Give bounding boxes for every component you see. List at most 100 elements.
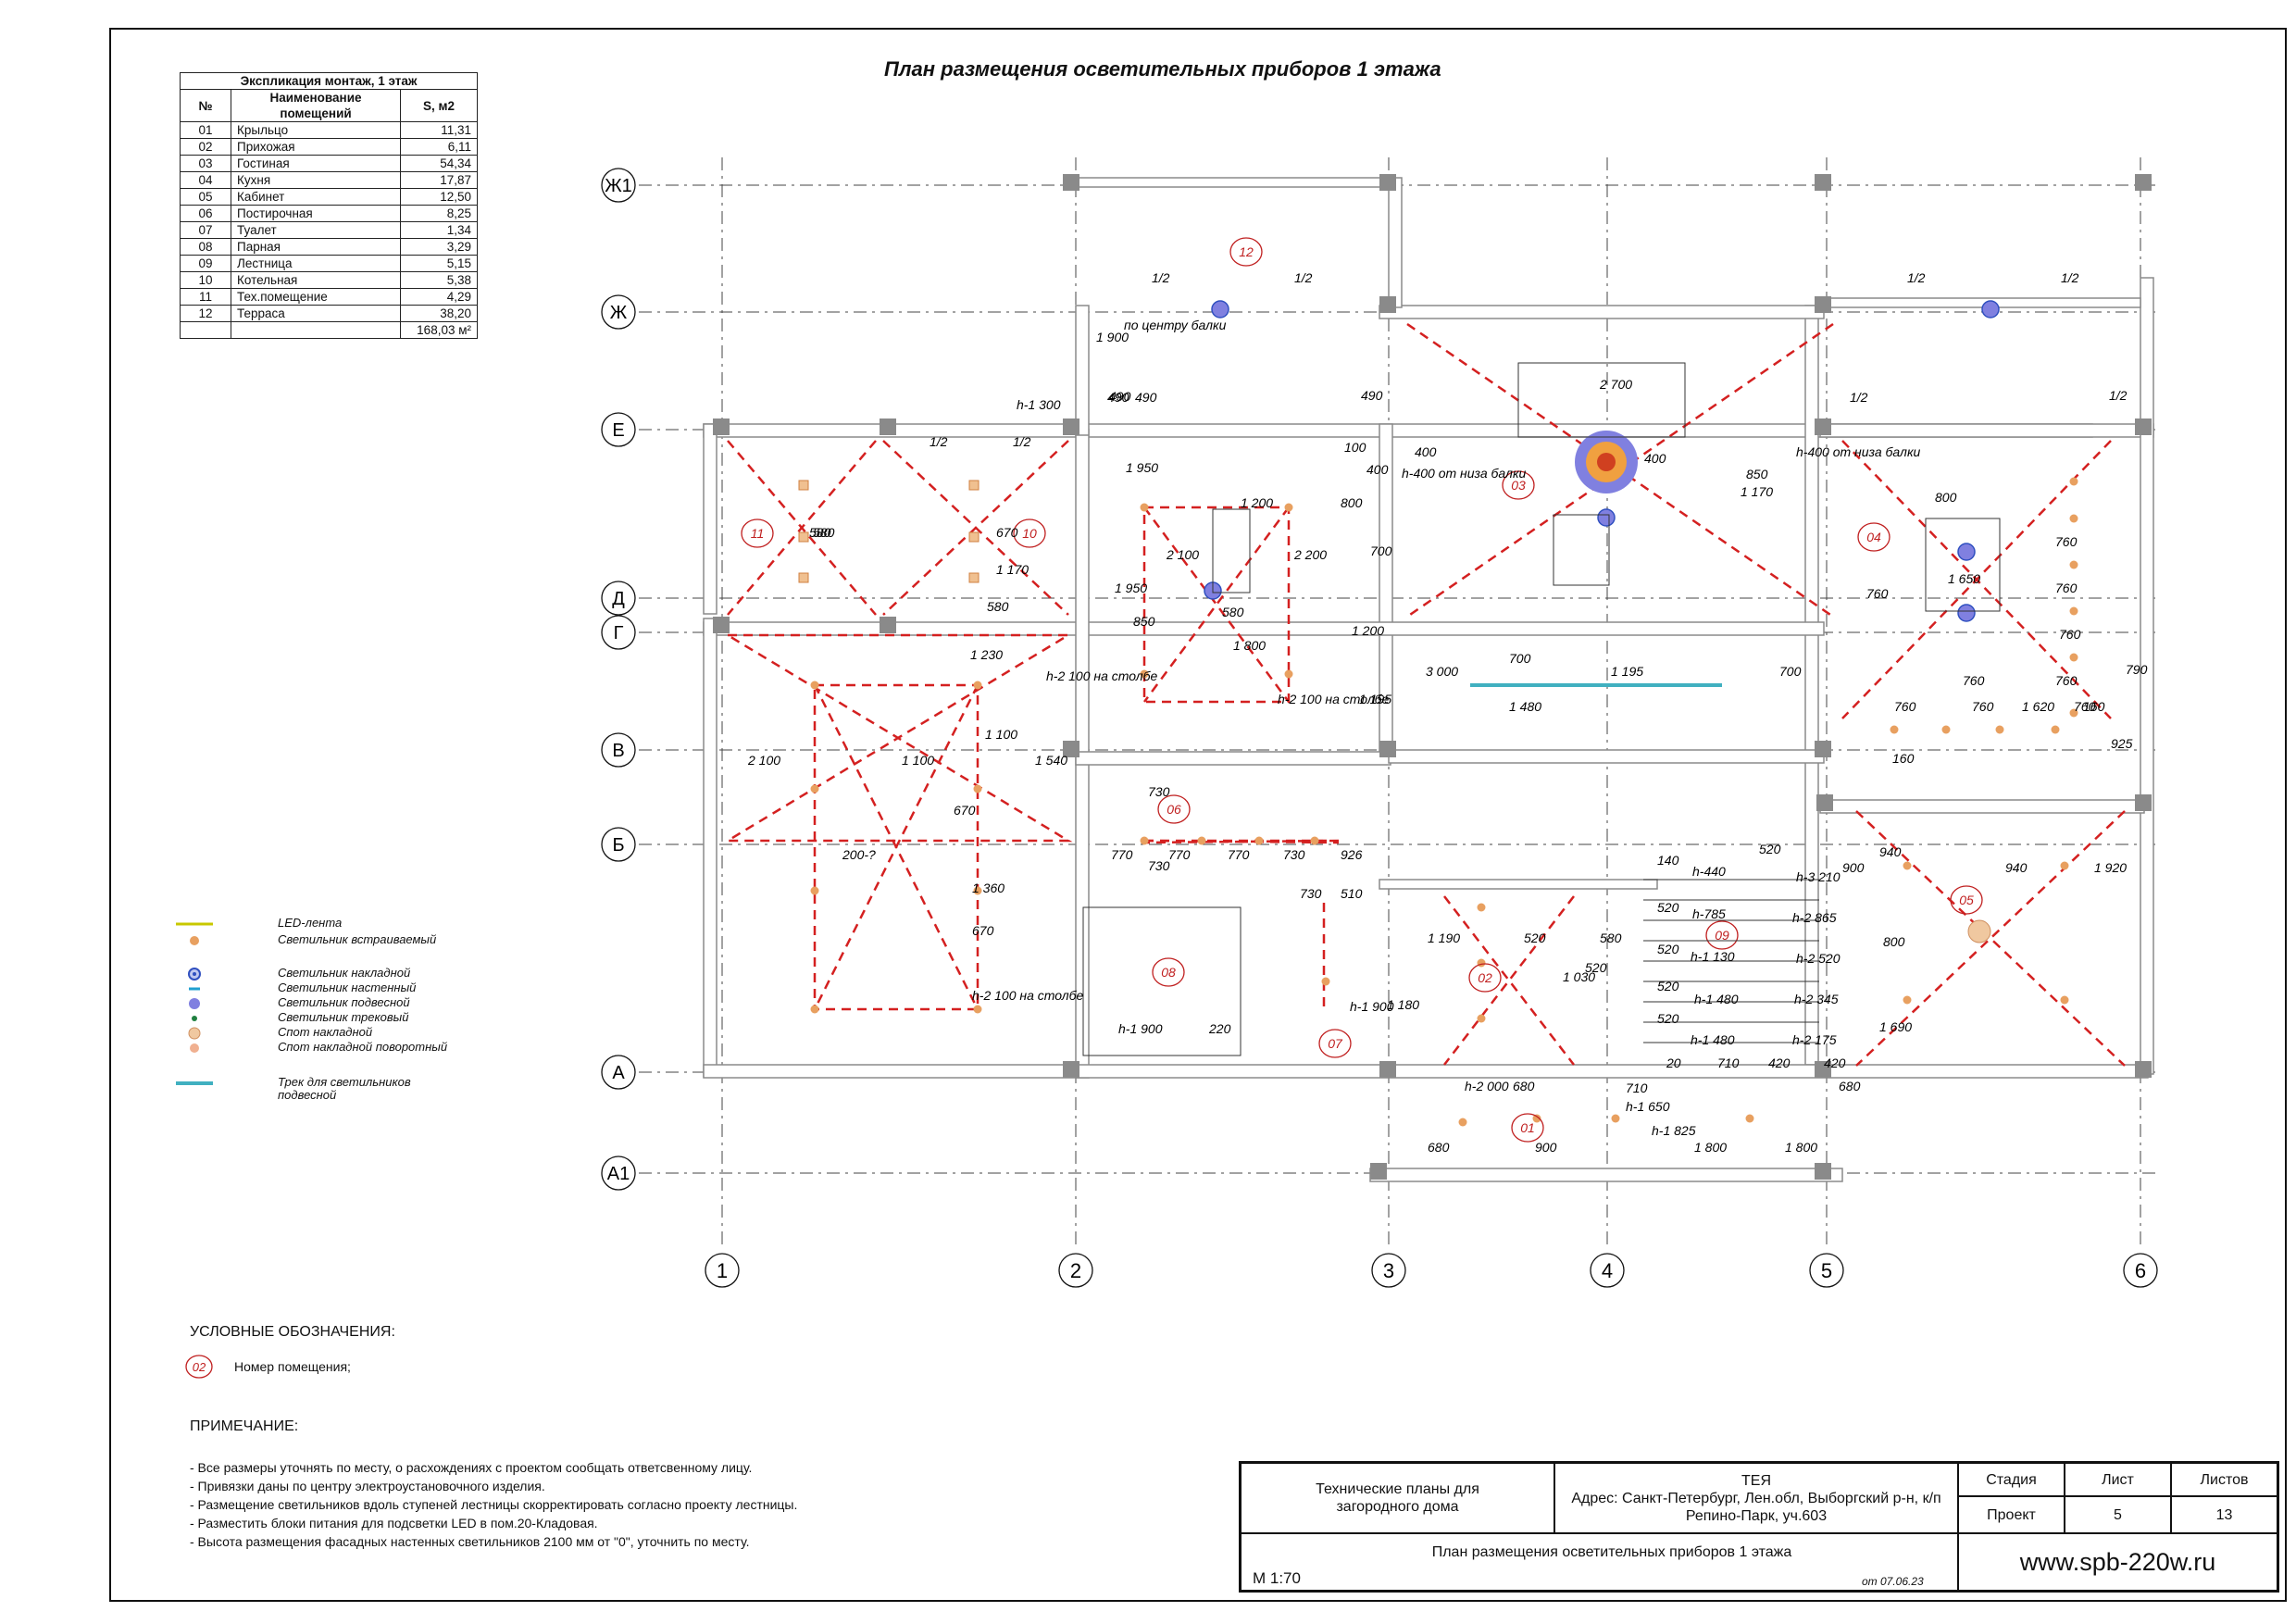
recessed-light-icon [1477,958,1486,968]
legend-label: Светильник настенный [278,981,417,994]
recessed-light-icon [968,572,980,583]
column [713,617,730,633]
axis-bubble [1590,1253,1625,1288]
room-tag [1950,885,1983,915]
axis-label: Б [612,835,624,856]
column [1063,741,1079,757]
dimension-label: 1 195 [1359,692,1391,706]
column [1379,741,1396,757]
column [1815,1061,1831,1078]
light-line [1142,506,1291,703]
dimension-label: 1 230 [970,647,1003,662]
dimension-label: 800 [1883,934,1905,949]
dimension-label: 760 [2055,534,2078,549]
room-area: 17,87 [400,171,478,189]
light-line [882,440,1069,616]
column [1379,174,1396,191]
dimension-label: 800 [1341,495,1363,510]
recessed-light-icon [1477,1014,1486,1023]
recessed-light-icon [1903,995,1912,1005]
dimension-label: h-1 480 [1691,1032,1735,1047]
room-tag-label: 09 [1715,928,1729,943]
room-tag-label: 12 [1239,244,1254,259]
column [1816,794,1833,811]
dimension-label: 1 100 [985,727,1017,742]
axis-bubble [601,615,636,650]
axis-bubble [601,168,636,203]
dimension-label: 850 [1133,614,1155,629]
room-tag-label: 07 [1328,1036,1343,1051]
stamp-sheet-label: Лист [2065,1463,2171,1496]
dimension-label: 2 100 [1166,547,1199,562]
recessed-light-icon [1140,836,1149,845]
room-area: 5,15 [400,255,478,272]
room-tag [1511,1113,1544,1143]
wall [703,621,1825,636]
dimension-label: h-440 [1692,864,1726,879]
room-tag [1013,518,1046,548]
dimension-label: 420 [1824,1056,1846,1070]
pendant-light-icon [1957,543,1976,561]
room-number: 05 [180,188,231,206]
dimension-label: 710 [1717,1056,1740,1070]
legend-label: Светильник подвесной [278,995,410,1009]
column [2135,1061,2152,1078]
room-number: 03 [180,155,231,172]
dimension-label: 140 [1657,853,1679,868]
axis-label: Ж [610,303,628,323]
dimension-label: 1/2 [1152,270,1170,285]
recessed-light-icon [1890,725,1899,734]
axis-label: А [612,1063,625,1083]
stamp-sheets-label: Листов [2171,1463,2277,1496]
dimension-label: 520 [1759,842,1781,856]
wall [1075,305,1090,436]
dimension-label: 1 800 [1694,1140,1727,1155]
room-tag [1468,963,1502,993]
axis-bubble [1371,1253,1406,1288]
dimension-label: 1 030 [1563,969,1595,984]
dimension-label: 490 [1361,388,1383,403]
recessed-light-icon [968,480,980,491]
dimension-label: 730 [1148,784,1170,799]
stamp-sheet-title: План размещения осветительных приборов 1… [1431,1544,1792,1560]
recessed-light-icon [973,1005,982,1014]
dimension-label: 1 180 [1387,997,1419,1012]
sauna-bench [1082,906,1242,1056]
stamp-sheet-value: 5 [2065,1496,2171,1533]
pendant-light-icon [189,998,200,1009]
dimension-label: 760 [1972,699,1994,714]
room-tag [1229,237,1263,267]
dimension-label: h-1 900 [1118,1021,1163,1036]
dimension-label: 700 [1370,543,1392,558]
stamp-client-block: ТЕЯ Адрес: Санкт-Петербург, Лен.обл, Выб… [1554,1463,1958,1533]
dimension-label: 490 [1107,390,1129,405]
room-name: Парная [231,238,401,256]
explication-table: Экспликация монтаж, 1 этаж № Наименовани… [180,72,478,339]
column [880,418,896,435]
dimension-label: по центру балки [1124,318,1227,332]
dimension-label: 580 [813,525,835,540]
dimension-label: 3 000 [1426,664,1458,679]
dimension-label: 200-? [842,847,876,862]
dimension-label: 520 [1524,931,1546,945]
room-tag-label: 06 [1167,802,1181,817]
light-line [813,684,980,1010]
dimension-label: 900 [1535,1140,1557,1155]
stamp-website: www.spb-220w.ru [1958,1533,2277,1591]
dimension-label: 850 [1746,467,1768,481]
dimension-label: 760 [2055,581,2078,595]
room-tag-label: 01 [1520,1120,1535,1135]
room-area: 4,29 [400,288,478,306]
title-block: Технические планы для загородного дома Т… [1239,1461,2279,1593]
light-line [1841,440,2112,719]
dimension-label: 1 100 [902,753,934,768]
recessed-light-icon [1532,1114,1541,1123]
dimension-label: h-1 825 [1652,1123,1696,1138]
dimension-label: h-3 210 [1796,869,1841,884]
dimension-label: 1 620 [2022,699,2054,714]
dimension-label: 1 360 [972,881,1004,895]
axis-bubble [601,1156,636,1191]
dimension-label: 220 [1208,1021,1231,1036]
